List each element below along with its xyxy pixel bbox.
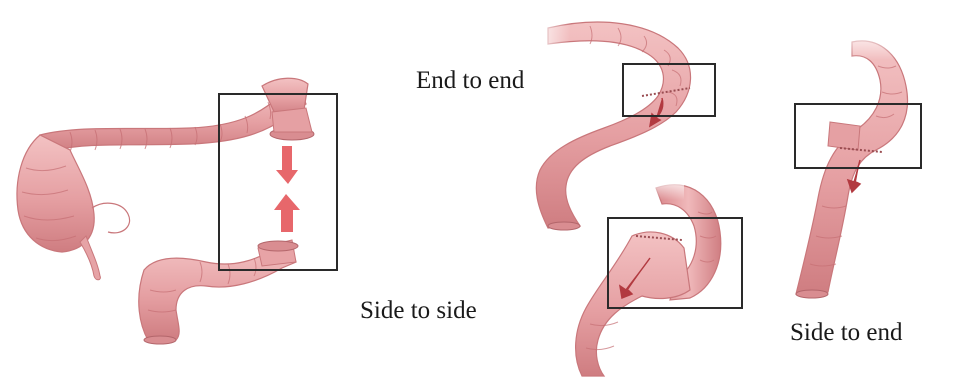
arrow-up-icon — [274, 194, 300, 232]
side-to-end-illustration — [795, 26, 921, 298]
side-to-side-lower-bowel — [576, 232, 690, 376]
ileum-loop — [92, 203, 130, 233]
lower-stump-end — [258, 241, 298, 251]
transverse-colon — [40, 88, 306, 152]
arrow-down-icon — [276, 146, 298, 184]
label-side-to-side: Side to side — [360, 298, 477, 323]
side-to-side-illustration — [576, 176, 742, 376]
appendix — [80, 236, 100, 280]
side-to-end-stump — [828, 122, 860, 150]
label-side-to-end: Side to end — [790, 320, 903, 345]
colon-overview — [17, 78, 337, 344]
label-end-to-end: End to end — [416, 68, 524, 93]
